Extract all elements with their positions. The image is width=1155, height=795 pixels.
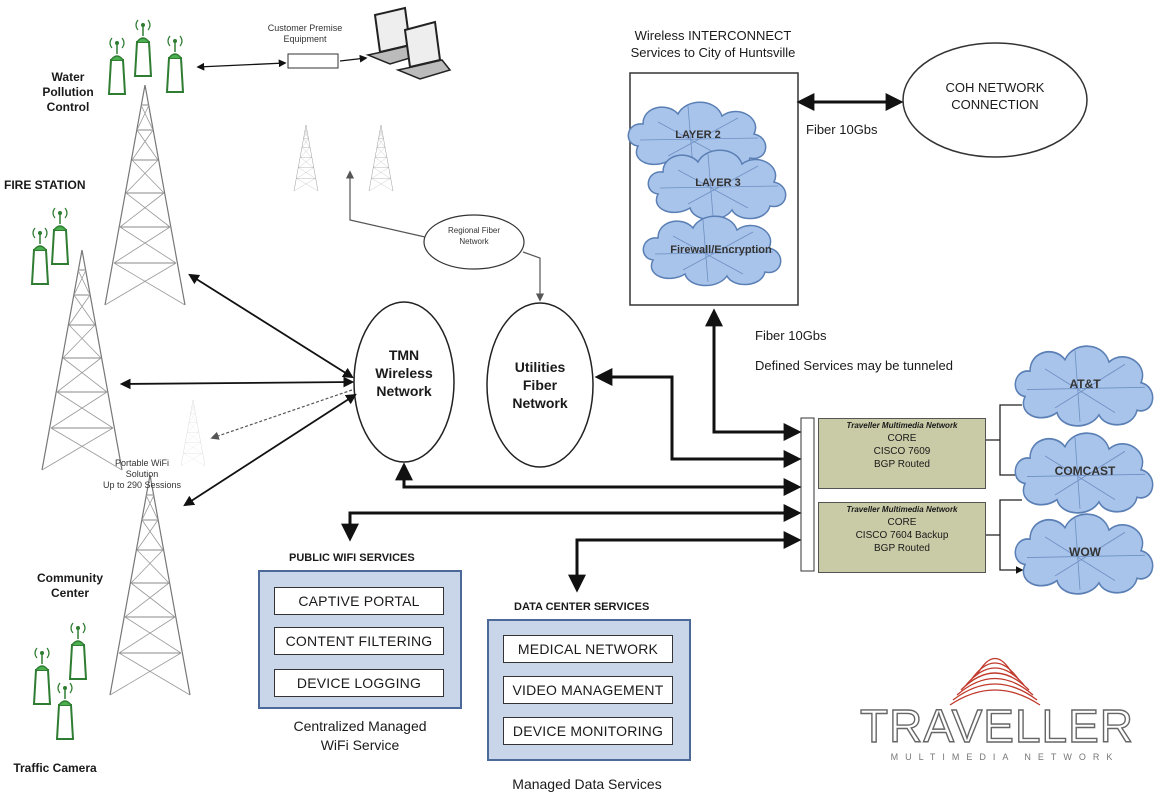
regional-fiber-ellipse [423, 214, 525, 270]
antenna-group-community [33, 622, 87, 740]
tower-small-1 [293, 124, 319, 192]
tower-portable [180, 399, 206, 467]
tower-small-2 [368, 124, 394, 192]
data-center-caption: Managed Data Services [512, 776, 662, 792]
service-captive-portal: CAPTIVE PORTAL [274, 587, 444, 615]
logo-wordmark: TRAVELLER [859, 700, 1135, 752]
core-box-backup: Traveller Multimedia Network CORE CISCO … [818, 502, 986, 573]
service-device-monitoring: DEVICE MONITORING [503, 717, 673, 745]
antenna-group-water [108, 19, 184, 95]
data-center-panel: MEDICAL NETWORK VIDEO MANAGEMENT DEVICE … [487, 619, 691, 761]
service-video-management: VIDEO MANAGEMENT [503, 676, 673, 704]
label-portable-wifi: Portable WiFi Solution Up to 290 Session… [102, 458, 182, 490]
label-water-pollution: Water Pollution Control [42, 70, 94, 114]
service-content-filtering: CONTENT FILTERING [274, 627, 444, 655]
core1-line1: CORE [887, 433, 917, 444]
core-bracket [800, 417, 815, 572]
label-fiber-top: Fiber 10Gbs [806, 122, 878, 137]
tower-fire [41, 249, 123, 471]
public-wifi-title: PUBLIC WIFI SERVICES [289, 552, 415, 564]
service-device-logging: DEVICE LOGGING [274, 669, 444, 697]
label-firewall: Firewall/Encryption [670, 244, 772, 256]
public-wifi-caption: Centralized Managed WiFi Service [293, 718, 427, 753]
cpe-box [287, 53, 339, 69]
label-regional-fiber: Regional Fiber Network [447, 226, 501, 246]
service-medical-network: MEDICAL NETWORK [503, 635, 673, 663]
core2-line2: CISCO 7604 Backup [855, 530, 949, 541]
label-fire-station: FIRE STATION [4, 178, 86, 192]
data-center-title: DATA CENTER SERVICES [514, 601, 650, 613]
label-fiber-mid: Fiber 10Gbs [755, 328, 827, 343]
label-traffic-camera: Traffic Camera [13, 761, 97, 775]
label-tmn-wireless: TMN Wireless Network [375, 347, 433, 399]
core1-line3: BGP Routed [874, 459, 930, 470]
antenna-group-fire [31, 207, 69, 285]
laptop-icon [365, 6, 452, 80]
label-carrier-comcast: COMCAST [1054, 464, 1116, 478]
label-coh: COH NETWORK CONNECTION [945, 80, 1045, 112]
label-layer3: LAYER 3 [695, 177, 741, 189]
label-layer2: LAYER 2 [675, 129, 721, 141]
label-tunneled: Defined Services may be tunneled [755, 358, 954, 373]
core1-line2: CISCO 7609 [873, 446, 931, 457]
label-carrier-wow: WOW [1069, 545, 1101, 559]
logo-signal-icon [949, 657, 1041, 706]
core2-header: Traveller Multimedia Network [846, 505, 958, 514]
public-wifi-panel: CAPTIVE PORTAL CONTENT FILTERING DEVICE … [258, 570, 462, 709]
core-box-primary: Traveller Multimedia Network CORE CISCO … [818, 418, 986, 489]
label-carrier-att: AT&T [1069, 377, 1101, 391]
core2-line3: BGP Routed [874, 543, 930, 554]
core2-line1: CORE [887, 517, 917, 528]
label-utilities-fiber: Utilities Fiber Network [512, 359, 568, 411]
label-community-center: Community Center [37, 571, 103, 600]
interconnect-title: Wireless INTERCONNECT Services to City o… [630, 28, 796, 60]
logo-subtitle: MULTIMEDIA NETWORK [890, 752, 1120, 762]
core1-header: Traveller Multimedia Network [846, 421, 958, 430]
tower-community [109, 474, 191, 696]
tower-water [104, 84, 186, 306]
label-cpe: Customer Premise Equipment [267, 23, 343, 44]
